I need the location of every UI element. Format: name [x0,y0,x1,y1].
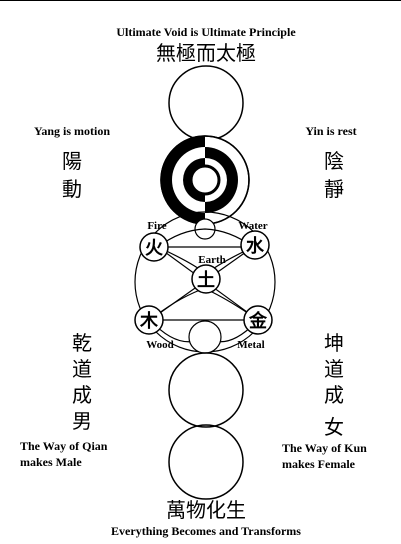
fire-node [139,232,169,262]
qian-line-2: makes Male [20,455,82,469]
earth-label: Earth [198,254,226,266]
water-node [240,230,270,260]
yang-english: Yang is motion [34,124,110,138]
qian-line-1: The Way of Qian [20,439,108,453]
five-phases: 火 Fire 水 Water 土 Earth 木 Wood 金 Metal [134,211,276,354]
yin-char-1: 陰 [324,149,344,173]
yin-char-2: 靜 [324,177,344,201]
connector-bottom [188,320,222,354]
qian-char-4: 男 [72,409,92,433]
taiji-circle [160,135,250,225]
yang-char-2: 動 [62,177,82,201]
bottom-english: Everything Becomes and Transforms [111,524,301,538]
wood-label: Wood [146,339,174,351]
water-label: Water [238,220,267,232]
water-char: 水 [246,235,265,257]
yang-char-1: 陽 [62,149,82,173]
top-border [0,0,401,1]
kun-char-3: 成 [324,383,344,407]
wood-char: 木 [139,310,159,332]
wanwu-circle [168,424,244,500]
kun-char-2: 道 [324,357,344,381]
qian-char-3: 成 [72,383,92,407]
kun-char-1: 坤 [324,331,344,355]
qian-char-2: 道 [72,357,92,381]
metal-node [243,305,273,335]
qian-kun-circle [168,352,244,428]
fire-label: Fire [147,220,166,232]
yin-english: Yin is rest [305,124,356,138]
kun-line-2: makes Female [282,457,356,471]
earth-char: 土 [197,270,215,291]
qian-char-1: 乾 [72,331,92,355]
metal-char: 金 [248,310,268,332]
bottom-chinese: 萬物化生 [166,498,246,522]
metal-label: Metal [237,339,264,351]
title-english: Ultimate Void is Ultimate Principle [116,25,296,39]
title-chinese: 無極而太極 [156,41,256,65]
fire-char: 火 [145,238,164,259]
earth-node [191,264,221,294]
wuji-circle [168,65,244,141]
wood-node [134,305,164,335]
kun-char-4: 女 [324,415,344,439]
kun-line-1: The Way of Kun [282,441,367,455]
